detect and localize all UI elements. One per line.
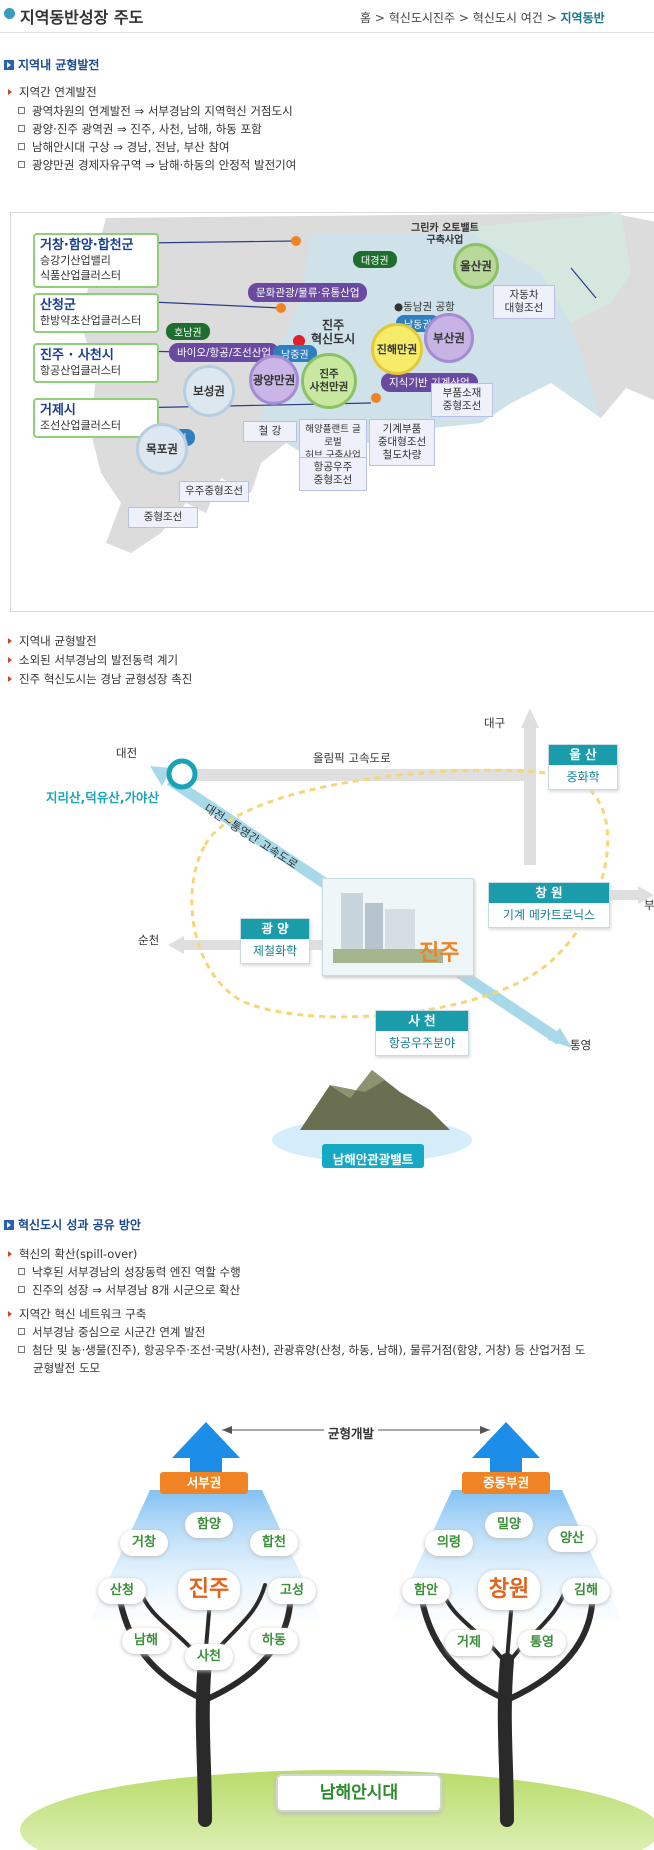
page-header: 지역동반성장 주도 홈 > 혁신도시진주 > 혁신도시 여건 > 지역동반 — [0, 0, 654, 33]
region-circle: 목포권 — [136, 423, 188, 475]
city-label: 대전 — [116, 746, 138, 760]
leaf-city: 사천 — [185, 1644, 233, 1670]
region-circle: 울산권 — [453, 243, 499, 289]
building-icon — [333, 893, 443, 963]
leaf-city: 의령 — [425, 1530, 473, 1556]
region-circle: 진해만권 — [371, 323, 423, 375]
breadcrumb: 홈 > 혁신도시진주 > 혁신도시 여건 > 지역동반 — [360, 9, 605, 26]
region-circle: 광양만권 — [249, 355, 299, 405]
leaf-city: 하동 — [250, 1628, 298, 1654]
list-item-continued: 균형발전 도모 — [33, 1361, 101, 1375]
leaf-city: 함양 — [185, 1512, 233, 1538]
leaf-city: 거창 — [120, 1530, 168, 1556]
region-circle: 진주 사천만권 — [301, 353, 357, 409]
leaf-city: 김해 — [562, 1578, 610, 1604]
breadcrumb-current: 지역동반 — [560, 11, 605, 25]
leaf-city: 통영 — [518, 1630, 566, 1656]
list-item: 진주 혁신도시는 경남 균형성장 촉진 — [8, 671, 192, 687]
jinju-photo: 진주 — [322, 878, 474, 976]
region-circle: 보성권 — [183, 365, 235, 417]
region-tag: 서부권 — [160, 1472, 248, 1494]
leaf-city: 남해 — [122, 1628, 170, 1654]
map-note: 우주중형조선 — [179, 481, 249, 502]
leaf-city: 합천 — [250, 1530, 298, 1556]
map-note: 자동차 대형조선 — [493, 285, 555, 319]
page-title: 지역동반성장 주도 — [20, 8, 144, 27]
leaf-city: 고성 — [268, 1578, 316, 1604]
list-item: 지역간 혁신 네트워크 구축 — [8, 1306, 146, 1322]
breadcrumb-item[interactable]: 혁신도시 여건 — [472, 11, 543, 25]
breadcrumb-sep: > — [374, 11, 385, 25]
city-label: 부 — [644, 898, 654, 912]
breadcrumb-item[interactable]: 혁신도시진주 — [388, 11, 456, 25]
mountain-label: 지리산,덕유산,가야산 — [46, 790, 159, 805]
map-note: 철 강 — [243, 421, 297, 442]
city-label: 통영 — [570, 1038, 592, 1052]
city-label: 대구 — [484, 716, 506, 730]
leaf-city: 양산 — [548, 1526, 596, 1552]
list-item: 광역차원의 연계발전 ⇒ 서부경남의 지역혁신 거점도시 — [18, 103, 293, 119]
breadcrumb-sep: > — [546, 11, 557, 25]
map-note: 기계부품 중대형조선 철도차량 — [369, 419, 435, 466]
map-note: 부품소재 중형조선 — [431, 383, 493, 417]
leaf-center-city: 진주 — [178, 1570, 240, 1610]
map-note: 그린카 오토밸트 구축사업 — [411, 223, 479, 246]
title-bullet-icon — [4, 8, 15, 19]
leaf-city: 거제 — [445, 1630, 493, 1656]
list-item: 진주의 성장 ⇒ 서부경남 8개 시군으로 확산 — [18, 1282, 240, 1298]
region-label: 호남권 — [166, 323, 210, 340]
list-item: 소외된 서부경남의 발전동력 계기 — [8, 652, 178, 668]
region-tag: 중동부권 — [462, 1472, 550, 1494]
region-circle: 부산권 — [424, 313, 474, 363]
section-arrow-icon — [4, 1220, 14, 1230]
list-item: 서부경남 중심으로 시군간 연계 발전 — [18, 1324, 205, 1340]
road-label: 올림픽 고속도로 — [313, 751, 391, 765]
breadcrumb-home[interactable]: 홈 — [360, 11, 372, 25]
section-arrow-icon — [4, 60, 14, 70]
balance-label: 균형개발 — [324, 1423, 379, 1442]
map-note: 항공우주 중형조선 — [299, 457, 367, 491]
list-item: 혁신의 확산(spill-over) — [8, 1246, 137, 1262]
center-city-label: 진주 — [419, 941, 460, 966]
list-item: 첨단 및 농·생물(진주), 항공우주·조선·국방(사천), 관광휴양(산청, … — [18, 1342, 652, 1358]
list-item: 지역내 균형발전 — [8, 633, 97, 649]
list-item: 광양·진주 광역권 ⇒ 진주, 사천, 남해, 하동 포함 — [18, 121, 262, 137]
industry-pill: 문화관광/물류·유통산업 — [248, 283, 368, 302]
breadcrumb-sep: > — [458, 11, 469, 25]
section-heading: 지역내 균형발전 — [4, 56, 99, 73]
leaf-city: 산청 — [98, 1578, 146, 1604]
leaf-center-city: 창원 — [478, 1570, 540, 1610]
region-label: 대경권 — [353, 251, 397, 268]
map-note: 중형조선 — [128, 507, 198, 528]
leaf-city: 밀양 — [485, 1512, 533, 1538]
industry-pill: 바이오/항공/조선산업 — [169, 343, 280, 362]
list-item: 광양만권 경제자유구역 ⇒ 남해·하동의 안정적 발전기여 — [18, 157, 296, 173]
list-item: 낙후된 서부경남의 성장동력 엔진 역할 수행 — [18, 1264, 241, 1280]
list-item: 지역간 연계발전 — [8, 84, 97, 100]
list-item: 남해안시대 구상 ⇒ 경남, 전남, 부산 참여 — [18, 139, 230, 155]
city-label: 순천 — [138, 933, 160, 947]
section-heading: 혁신도시 성과 공유 방안 — [4, 1216, 141, 1233]
ground-label: 남해안시대 — [276, 1774, 442, 1812]
belt-label: 남해안관광밸트 — [332, 1152, 414, 1167]
airport-label: ●동남권 공항 — [394, 301, 455, 313]
leaf-city: 함안 — [402, 1578, 450, 1604]
